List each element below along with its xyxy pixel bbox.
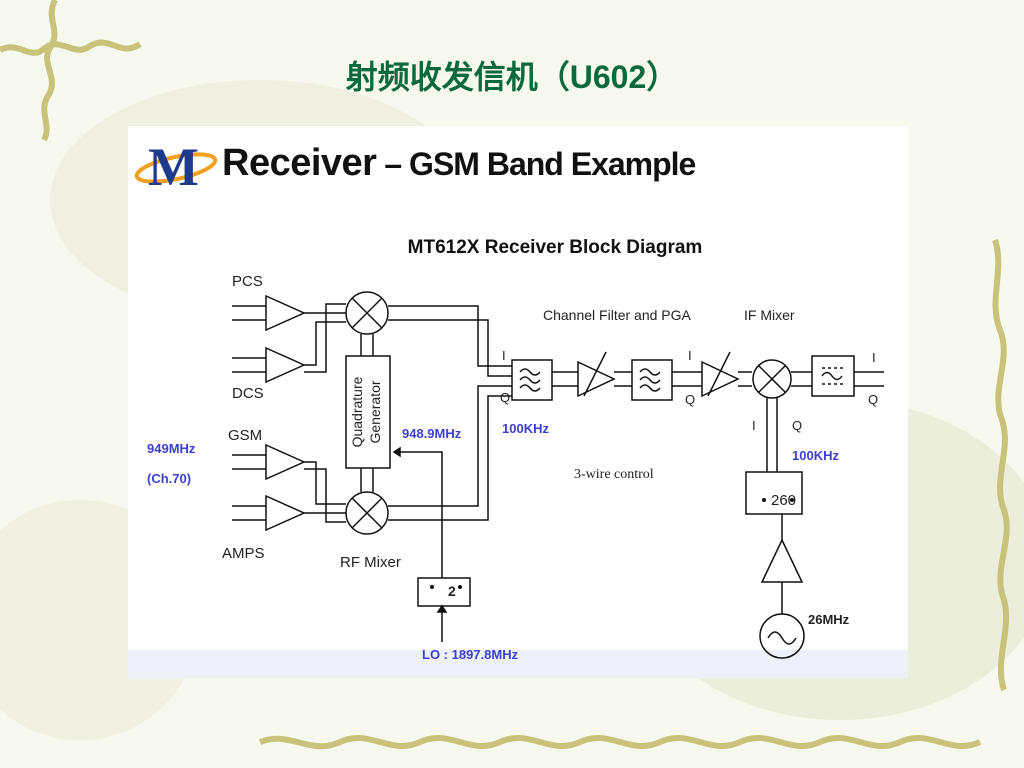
label-i-2: I — [688, 348, 692, 363]
panel-background — [128, 126, 908, 678]
label-i-3: I — [752, 418, 756, 433]
divider-2-box — [417, 577, 471, 607]
label-q-4: Q — [868, 392, 878, 407]
wire-lo-feed — [400, 451, 443, 578]
lna-dcs — [265, 346, 306, 384]
wire-q-path-a — [388, 385, 512, 507]
quadrature-label-2: Generator — [367, 380, 383, 443]
vine-bottom — [258, 735, 982, 750]
label-q-2: Q — [685, 392, 695, 407]
label-pcs: PCS — [232, 273, 263, 290]
lo-frequency: LO : 1897.8MHz — [422, 647, 519, 662]
arrow-lo-feed — [392, 446, 401, 458]
rf-mixer-bottom — [345, 491, 389, 535]
arrow-lo-input — [436, 604, 448, 613]
label-q-3: Q — [792, 418, 802, 433]
label-amps: AMPS — [222, 545, 265, 562]
wire-gsm-out-a — [304, 461, 346, 505]
section-heading: Receiver – GSM Band Example — [222, 142, 696, 191]
slide-title: 射频收发信机（U602） — [345, 58, 679, 96]
channel-filter-2 — [631, 359, 673, 401]
label-if-mixer: IF Mixer — [744, 307, 795, 323]
rf-mixer-top — [345, 291, 389, 335]
divider-260-box — [745, 471, 803, 515]
label-dcs: DCS — [232, 385, 264, 402]
vine-top-left — [0, 39, 142, 56]
label-q-1: Q — [500, 390, 510, 405]
wire-q-path-b — [388, 395, 512, 521]
wire-gsm-out-b — [304, 468, 346, 523]
label-channel-filter: Channel Filter and PGA — [543, 307, 692, 323]
diagram-panel: MT612X Receiver Block Diagram PCS DCS GS… — [128, 126, 908, 678]
wire-dcs-out-b — [304, 303, 346, 373]
channel-filter-1 — [511, 359, 553, 401]
label-i-1: I — [502, 348, 506, 363]
company-logo: M — [148, 137, 199, 197]
lna-pcs — [265, 294, 306, 332]
freq-949mhz: 949MHz — [147, 441, 196, 456]
heading-dash: – — [376, 146, 410, 182]
oscillator-26mhz — [759, 613, 805, 659]
if-filter — [811, 355, 855, 397]
freq-948-9mhz: 948.9MHz — [402, 426, 462, 441]
heading-main: Receiver — [222, 142, 377, 184]
label-i-4: I — [872, 350, 876, 365]
lna-gsm — [265, 443, 306, 481]
lna-amps — [265, 494, 306, 532]
vine-left-vertical — [41, 0, 58, 142]
vine-right-vertical — [992, 239, 1010, 691]
freq-100khz-1: 100KHz — [502, 421, 549, 436]
freq-26mhz: 26MHz — [808, 612, 850, 627]
divider-2-label: 2 — [448, 583, 456, 599]
panel-footer-band — [128, 650, 908, 678]
logo-orbit — [134, 152, 218, 184]
label-three-wire: 3-wire control — [574, 467, 654, 482]
quadrature-generator — [345, 355, 391, 469]
heading-sub: GSM Band Example — [409, 146, 696, 182]
divider-260-label: 260 — [771, 492, 796, 509]
label-gsm: GSM — [228, 427, 262, 444]
wire-dcs-out-a — [304, 321, 346, 366]
quadrature-label-1: Quadrature — [349, 376, 365, 447]
label-rf-mixer: RF Mixer — [340, 554, 401, 571]
freq-100khz-2: 100KHz — [792, 448, 839, 463]
if-mixer — [752, 359, 792, 399]
wire-i-path-b — [388, 319, 512, 377]
diagram-title: MT612X Receiver Block Diagram — [408, 237, 703, 258]
wire-i-path-a — [388, 305, 512, 367]
freq-ch70: (Ch.70) — [147, 471, 191, 486]
